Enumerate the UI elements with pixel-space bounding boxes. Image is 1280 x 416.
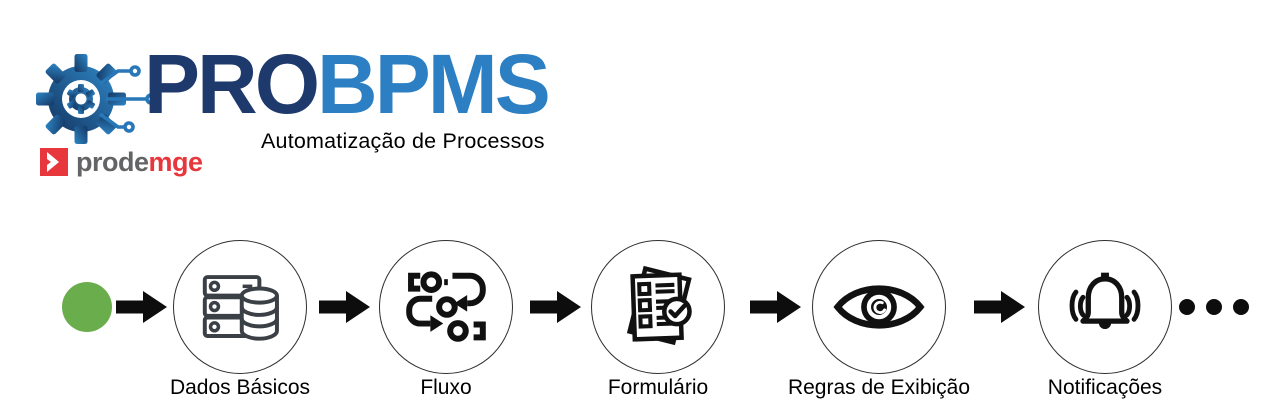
flow-arrow-icon — [530, 291, 581, 323]
eye-icon — [833, 285, 925, 329]
gear-circuit-logo-icon — [36, 54, 157, 144]
ellipsis-dot — [1206, 299, 1222, 315]
step-node-fluxo — [379, 240, 513, 374]
flow-arrow-icon — [319, 291, 370, 323]
step-label-dados-basicos: Dados Básicos — [169, 376, 311, 399]
form-checklist-icon — [626, 265, 692, 346]
step-label-formulario: Formulário — [607, 376, 709, 399]
prodemge-prefix: prode — [76, 146, 149, 177]
step-label-fluxo: Fluxo — [420, 376, 472, 399]
flow-arrow-icon — [974, 291, 1025, 323]
flow-arrow-icon — [750, 291, 801, 323]
bell-icon — [1069, 272, 1141, 329]
step-node-formulario — [591, 240, 725, 374]
ellipsis-dot — [1233, 299, 1249, 315]
prodemge-logo: prodemge — [40, 148, 203, 176]
more-steps-ellipsis — [1179, 299, 1249, 315]
workflow-icon — [406, 271, 486, 342]
start-node — [62, 282, 112, 332]
step-node-notificacoes — [1038, 240, 1172, 374]
step-node-dados-basicos — [173, 240, 307, 374]
step-label-notificacoes: Notificações — [1047, 376, 1163, 399]
ellipsis-dot — [1179, 299, 1195, 315]
database-server-icon — [202, 275, 279, 341]
flow-arrow-icon — [116, 291, 167, 323]
prodemge-arrow-icon — [40, 148, 68, 176]
step-label-regras-de-exibicao: Regras de Exibição — [787, 376, 971, 399]
step-node-regras-de-exibicao — [812, 240, 946, 374]
logo-title-secondary: BPMS — [317, 37, 551, 131]
app-logo-title: PROBPMS — [144, 42, 551, 126]
prodemge-suffix: mge — [148, 146, 204, 177]
prodemge-wordmark: prodemge — [76, 146, 204, 177]
logo-title-primary: PRO — [144, 37, 320, 131]
logo-subtitle: Automatização de Processos — [261, 129, 545, 153]
